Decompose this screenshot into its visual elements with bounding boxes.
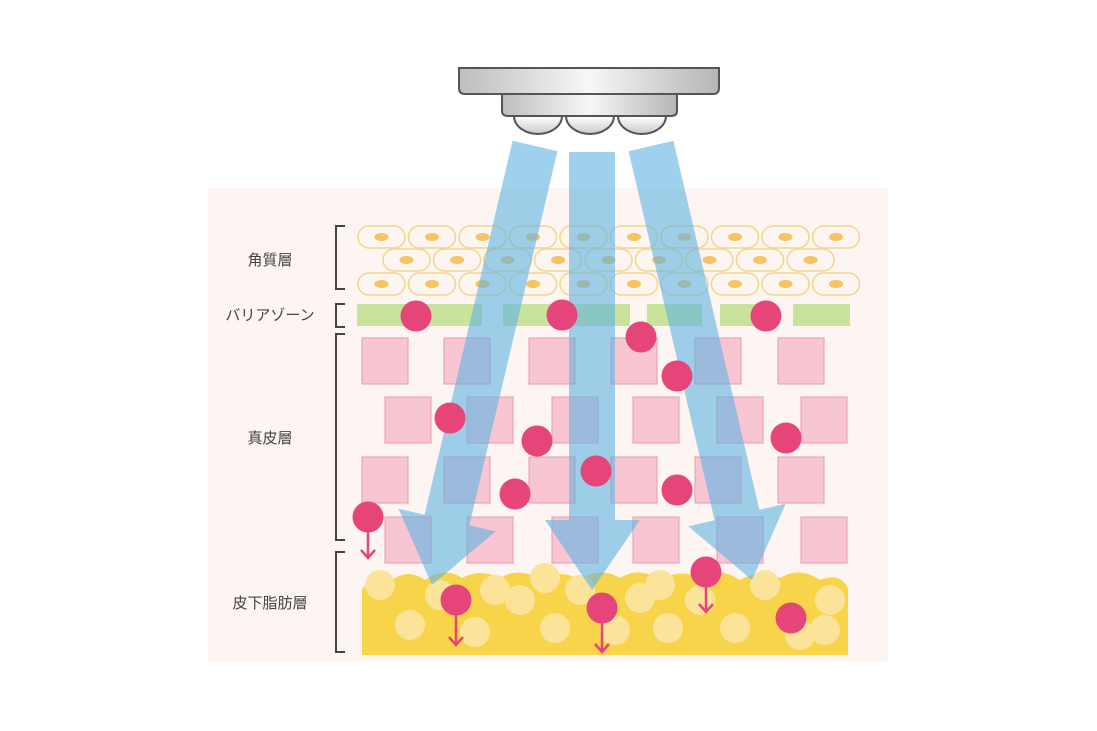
- fat-cell: [530, 563, 560, 593]
- collagen-square: [610, 456, 658, 504]
- corneal-cell: [735, 248, 785, 272]
- active-particles: [352, 299, 807, 634]
- collagen-square: [528, 337, 576, 385]
- collagen-square: [777, 337, 825, 385]
- particle: [750, 300, 782, 332]
- corneal-cell: [786, 248, 835, 272]
- particle: [499, 478, 531, 510]
- corneal-cell: [811, 272, 861, 296]
- emitter-dome-2: [564, 115, 616, 135]
- particle-down-arrows: [360, 530, 714, 654]
- cell-nucleus: [829, 280, 843, 288]
- cell-nucleus: [778, 233, 793, 241]
- cell-nucleus: [475, 233, 490, 241]
- particle: [661, 360, 693, 392]
- corneal-cell: [761, 225, 810, 249]
- fat-cell: [685, 585, 715, 615]
- label-dermis: 真皮層: [247, 429, 292, 447]
- corneal-cell: [710, 272, 760, 296]
- corneal-cell: [357, 272, 406, 296]
- fat-cell: [645, 570, 675, 600]
- particle: [775, 602, 807, 634]
- fat-cell: [810, 615, 840, 645]
- particle: [434, 402, 466, 434]
- corneal-cell: [407, 272, 457, 296]
- fat-cell: [750, 570, 780, 600]
- corneal-cell: [710, 225, 760, 249]
- cell-nucleus: [551, 256, 565, 264]
- cell-nucleus: [526, 280, 540, 288]
- device-head: [458, 67, 720, 135]
- cell-nucleus: [399, 256, 414, 264]
- particle: [690, 556, 722, 588]
- particle: [625, 321, 657, 353]
- cell-nucleus: [425, 280, 439, 288]
- cell-nucleus: [627, 233, 641, 241]
- collagen-square: [777, 456, 825, 504]
- collagen-square: [800, 396, 848, 444]
- cell-nucleus: [374, 233, 389, 241]
- particle: [400, 300, 432, 332]
- collagen-square: [361, 337, 409, 385]
- collagen-square: [632, 396, 680, 444]
- fat-cell: [395, 610, 425, 640]
- beam-arrow-center: [545, 152, 640, 590]
- particle: [661, 474, 693, 506]
- light-beams: [398, 140, 786, 590]
- corneal-cell: [432, 248, 482, 272]
- corneal-cell: [357, 225, 406, 249]
- collagen-square: [632, 516, 680, 564]
- collagen-square: [800, 516, 848, 564]
- fat-cell: [815, 585, 845, 615]
- cell-nucleus: [829, 233, 843, 241]
- corneal-cell: [407, 225, 457, 249]
- cell-nucleus: [753, 256, 767, 264]
- cell-nucleus: [702, 256, 717, 264]
- collagen-square: [384, 396, 432, 444]
- particle: [440, 584, 472, 616]
- fat-cell: [600, 615, 630, 645]
- cell-nucleus: [728, 233, 742, 241]
- cell-nucleus: [627, 280, 641, 288]
- emitter-dome-1: [512, 115, 564, 135]
- label-subcutaneous-fat: 皮下脂肪層: [232, 594, 307, 612]
- cell-nucleus: [803, 256, 818, 264]
- fat-cell: [720, 613, 750, 643]
- particle: [521, 425, 553, 457]
- corneal-cell: [761, 272, 810, 296]
- emitter-dome-3: [616, 115, 668, 135]
- particle: [770, 422, 802, 454]
- fat-cell: [540, 613, 570, 643]
- cell-nucleus: [728, 280, 742, 288]
- label-barrier-zone: バリアゾーン: [225, 306, 314, 324]
- collagen-square: [361, 456, 409, 504]
- fat-cell: [480, 575, 510, 605]
- collagen-square: [528, 456, 576, 504]
- particle: [546, 299, 578, 331]
- corneal-cell: [382, 248, 431, 272]
- cell-nucleus: [374, 280, 389, 288]
- particle: [580, 455, 612, 487]
- fat-cell: [365, 570, 395, 600]
- beam-arrow-right: [628, 140, 786, 581]
- cell-nucleus: [425, 233, 439, 241]
- fat-cell: [505, 585, 535, 615]
- particle: [586, 592, 618, 624]
- fat-cell: [460, 617, 490, 647]
- fat-cell: [653, 613, 683, 643]
- beam-arrow-left: [398, 140, 558, 585]
- corneal-cell: [811, 225, 861, 249]
- cell-nucleus: [778, 280, 793, 288]
- label-stratum-corneum: 角質層: [247, 251, 292, 269]
- layer-brackets: [335, 225, 345, 653]
- cell-nucleus: [450, 256, 464, 264]
- particle: [352, 501, 384, 533]
